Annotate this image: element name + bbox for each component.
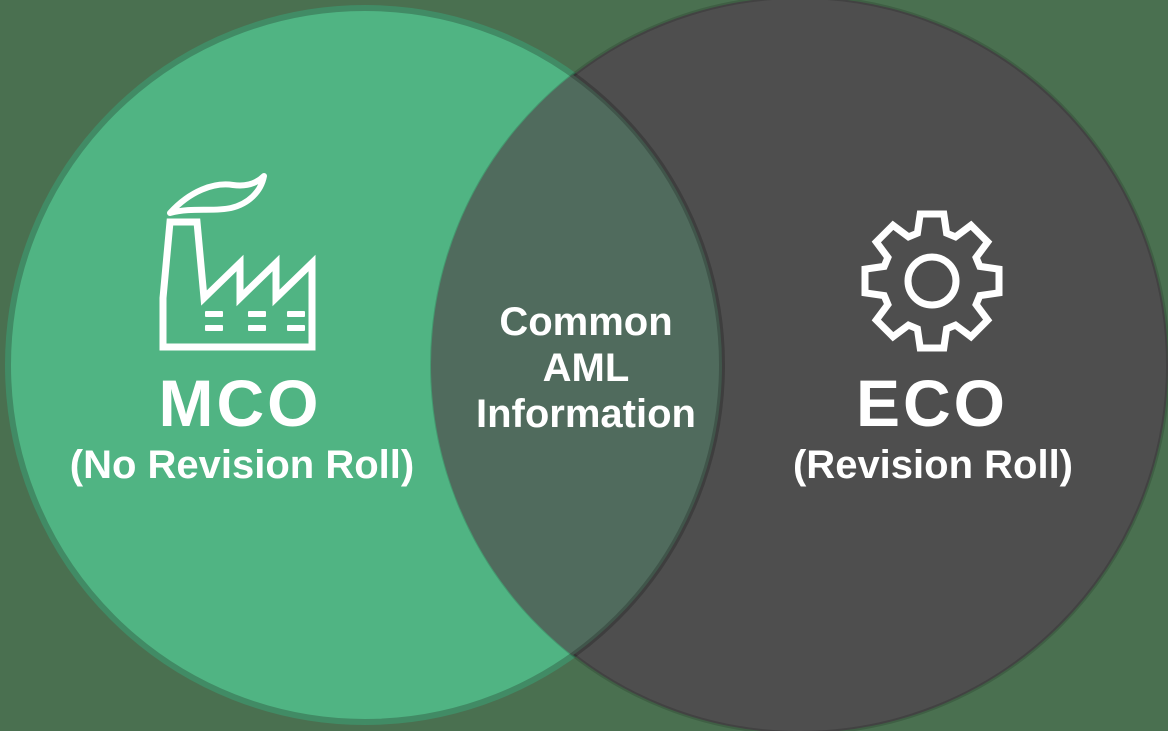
overlap-label-line1: Common — [499, 300, 672, 344]
mco-title: MCO — [159, 366, 322, 440]
eco-title: ECO — [856, 366, 1008, 440]
mco-subtitle: (No Revision Roll) — [70, 443, 414, 487]
overlap-label-line3: Information — [476, 392, 696, 436]
factory-building-outline — [159, 218, 316, 351]
overlap-label-line2: AML — [543, 346, 630, 390]
gear-hole — [904, 253, 960, 309]
gear-icon — [861, 210, 1003, 352]
overlap-lens — [431, 5, 725, 725]
factory-windows — [205, 311, 305, 331]
eco-subtitle: (Revision Roll) — [793, 443, 1073, 487]
factory-smoke-icon — [167, 173, 267, 216]
gear-teeth-outline — [861, 210, 1003, 352]
factory-icon — [159, 173, 316, 351]
